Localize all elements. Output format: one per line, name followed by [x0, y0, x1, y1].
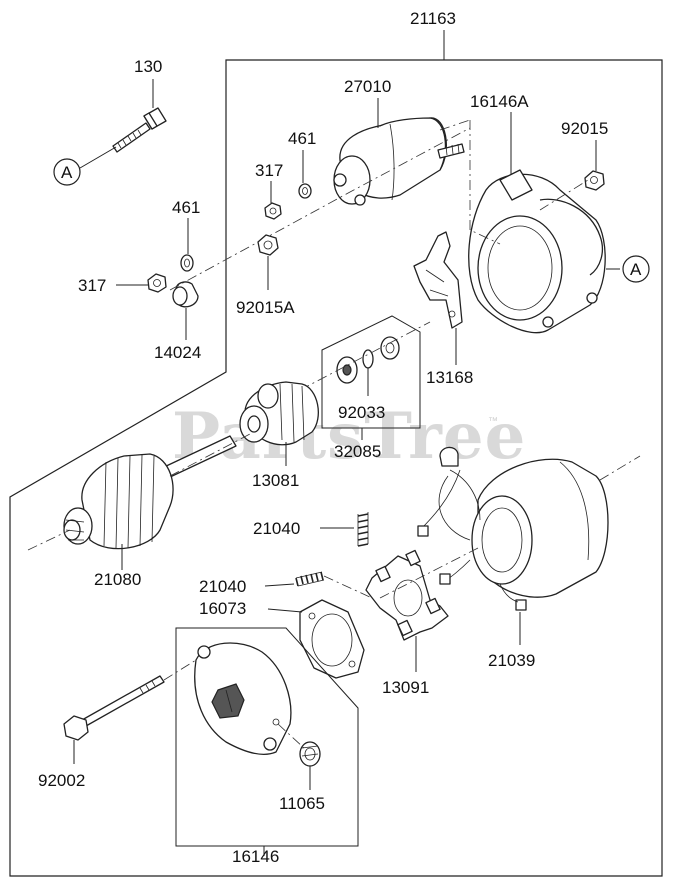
kit-32085-parts[interactable] [336, 336, 400, 384]
label-16146A[interactable]: 16146A [470, 92, 529, 111]
cap-14024[interactable] [172, 281, 199, 308]
solenoid-27010[interactable] [333, 117, 465, 206]
assembly-frame [9, 59, 663, 877]
ref-marker-a-right[interactable] [622, 255, 650, 283]
label-16146[interactable]: 16146 [232, 847, 279, 866]
axis-line-kit [299, 321, 431, 391]
bolt-130[interactable] [112, 107, 167, 153]
nut-317-upper[interactable] [264, 202, 282, 220]
label-461-lower[interactable]: 461 [172, 198, 200, 217]
label-27010[interactable]: 27010 [344, 77, 391, 96]
spring-21040-lower[interactable] [295, 571, 325, 587]
label-16073[interactable]: 16073 [199, 599, 246, 618]
axis-line-yoke [379, 455, 641, 599]
ref-marker-a-right-text: A [630, 260, 642, 279]
label-317-upper[interactable]: 317 [255, 161, 283, 180]
leader-ref-a-left [79, 146, 117, 169]
label-92015[interactable]: 92015 [561, 119, 608, 138]
axis-line-housing [469, 120, 501, 245]
label-92033[interactable]: 92033 [338, 403, 385, 422]
ref-marker-a-left-text: A [61, 163, 73, 182]
kit-16146-outline [175, 627, 359, 847]
lock-washer-461-upper[interactable] [298, 183, 312, 199]
label-130[interactable]: 130 [134, 57, 162, 76]
label-461-upper[interactable]: 461 [288, 129, 316, 148]
grommet-11065[interactable] [299, 741, 321, 767]
label-11065[interactable]: 11065 [279, 794, 325, 813]
spring-21040-upper[interactable] [357, 512, 369, 547]
ref-marker-a-left[interactable] [53, 158, 81, 186]
leader-21040-lower [264, 583, 295, 587]
label-21040-lower[interactable]: 21040 [199, 577, 246, 596]
nut-317-lower[interactable] [147, 273, 167, 293]
watermark-tm: ™ [488, 416, 498, 427]
housing-16146A[interactable] [468, 169, 606, 334]
label-32085[interactable]: 32085 [334, 442, 381, 461]
label-21039[interactable]: 21039 [488, 651, 535, 670]
axis-line-armature [27, 433, 251, 551]
label-92015A[interactable]: 92015A [236, 298, 295, 317]
leader-16073 [267, 608, 303, 613]
armature-21080[interactable] [63, 435, 237, 550]
nut-92015A[interactable] [257, 234, 279, 256]
label-13168[interactable]: 13168 [426, 368, 473, 387]
lock-washer-461-lower[interactable] [180, 254, 194, 272]
axis-line-upper [169, 127, 471, 291]
label-21080[interactable]: 21080 [94, 570, 141, 589]
label-13091[interactable]: 13091 [382, 678, 429, 697]
axis-line-housing-top [439, 119, 471, 131]
label-14024[interactable]: 14024 [154, 343, 201, 362]
axis-line-spring [323, 575, 373, 599]
plate-16073[interactable] [299, 599, 365, 679]
through-bolt-92002[interactable] [63, 659, 197, 741]
nut-92015[interactable] [584, 170, 605, 191]
axis-line-nut-92015 [539, 179, 589, 211]
clutch-13081[interactable] [239, 381, 319, 446]
kit-32085-outline [321, 315, 421, 429]
axis-line-grommet [277, 723, 305, 749]
label-13081[interactable]: 13081 [252, 471, 299, 490]
lever-13168[interactable] [413, 231, 463, 329]
label-21040-upper[interactable]: 21040 [253, 519, 300, 538]
label-21163[interactable]: 21163 [410, 9, 456, 28]
brush-holder-13091[interactable] [365, 549, 449, 641]
label-317-lower[interactable]: 317 [78, 276, 106, 295]
yoke-21039[interactable] [417, 446, 609, 611]
rear-cover-16146[interactable] [194, 642, 292, 756]
label-92002[interactable]: 92002 [38, 771, 85, 790]
